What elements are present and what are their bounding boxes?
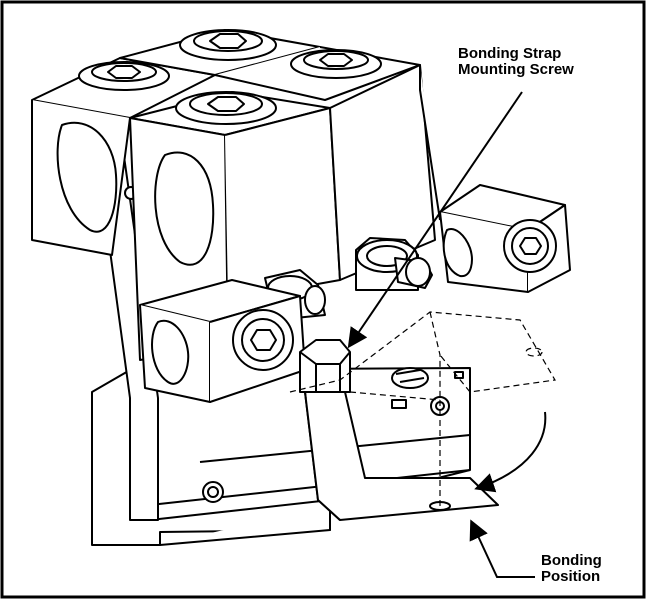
- label-bonding-position: Bonding Position: [541, 553, 602, 585]
- bonding-strap: [304, 391, 499, 521]
- lug-front-lower: [139, 279, 306, 403]
- rotation-arrow: [474, 411, 547, 493]
- leader-mounting-screw: [347, 91, 523, 349]
- leader-bonding-position: [469, 519, 535, 578]
- label-strap-line1: Bonding Strap: [458, 45, 562, 62]
- label-strap-mounting-screw: Bonding Strap Mounting Screw: [458, 46, 574, 78]
- lug-back-right: [119, 29, 421, 101]
- label-strap-line2: Mounting Screw: [458, 61, 574, 78]
- label-bond-line1: Bonding: [541, 552, 602, 569]
- label-bond-line2: Position: [541, 568, 601, 585]
- base-rail: [91, 367, 471, 546]
- strap-mounting-screw: [299, 339, 351, 393]
- lug-side-right: [439, 184, 571, 293]
- terminal-screw-small: [391, 367, 464, 416]
- middle-screw-right: [355, 237, 433, 291]
- lug-back-left: [31, 57, 216, 256]
- lug-right: [329, 64, 441, 281]
- bonding-strap-dashed: [289, 311, 556, 506]
